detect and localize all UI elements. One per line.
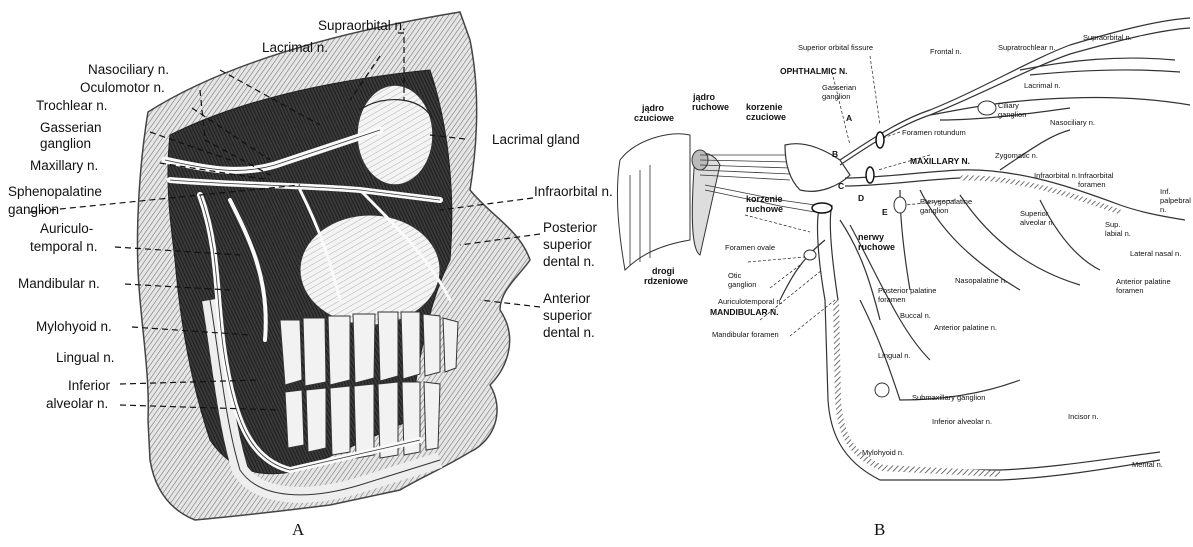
maxillary-region xyxy=(300,215,440,325)
label-maxillary: Maxillary n. xyxy=(30,158,98,173)
label-polish-korzenie-ruchowe-1: korzenie xyxy=(746,194,783,204)
label-b-ciliary-2: ganglion xyxy=(998,111,1026,120)
label-b-posterior-palatine-2: foramen xyxy=(878,296,906,305)
label-b-pterygopalatine-2: ganglion xyxy=(920,207,948,216)
label-supraorbital: Supraorbital n. xyxy=(318,18,406,33)
label-b-mandibular: MANDIBULAR N. xyxy=(710,308,778,317)
label-polish-drogi-1: drogi xyxy=(652,266,675,276)
label-trochlear: Trochlear n. xyxy=(36,98,108,113)
label-oculomotor: Oculomotor n. xyxy=(80,80,165,95)
label-mylohyoid: Mylohyoid n. xyxy=(36,319,112,334)
label-b-lingual: Lingual n. xyxy=(878,352,911,361)
label-mandibular: Mandibular n. xyxy=(18,276,100,291)
caption-a: A xyxy=(292,520,304,540)
label-b-anterior-palatine-foramen-2: foramen xyxy=(1116,287,1144,296)
lower-teeth xyxy=(285,382,440,458)
letter-c: C xyxy=(838,182,844,191)
label-b-superior-orbital-fissure: Superior orbital fissure xyxy=(798,44,873,53)
label-polish-korzenie-czuciowe-1: korzenie xyxy=(746,102,783,112)
label-polish-jadro-czuciowe-2: czuciowe xyxy=(634,113,674,123)
label-b-mental: Mental n. xyxy=(1132,461,1163,470)
label-polish-jadro-czuciowe-1: jądro xyxy=(642,103,664,113)
label-anterior-3: dental n. xyxy=(543,325,595,340)
label-inferior-1: Inferior xyxy=(68,378,110,393)
label-b-inferior-alveolar: Inferior alveolar n. xyxy=(932,418,992,427)
label-b-lateral-nasal: Lateral nasal n. xyxy=(1130,250,1181,259)
label-polish-nerwy-ruchowe-2: ruchowe xyxy=(858,242,895,252)
label-b-mylohyoid: Mylohyoid n. xyxy=(862,449,904,458)
ciliary-ganglion xyxy=(978,101,996,115)
label-anterior-1: Anterior xyxy=(543,291,590,306)
label-polish-jadro-ruchowe-2: ruchowe xyxy=(692,102,729,112)
label-b-gasserian-2: ganglion xyxy=(822,93,850,102)
letter-d: D xyxy=(858,194,864,203)
label-b-supraorbital: Supraorbital n. xyxy=(1083,34,1132,43)
panel-b-illustration xyxy=(600,0,1193,547)
label-b-foramen-ovale: Foramen ovale xyxy=(725,244,775,253)
pterygopalatine-ganglion xyxy=(894,197,906,213)
label-b-superior-alveolar-2: alveolar n. xyxy=(1020,219,1055,228)
label-polish-drogi-2: rdzeniowe xyxy=(644,276,688,286)
label-posterior-3: dental n. xyxy=(543,254,595,269)
letter-a: A xyxy=(846,114,852,123)
otic-ganglion xyxy=(804,250,816,260)
label-b-frontal: Frontal n. xyxy=(930,48,962,57)
label-anterior-2: superior xyxy=(543,308,592,323)
label-b-incisor: Incisor n. xyxy=(1068,413,1098,422)
label-auriculo-1: Auriculo- xyxy=(40,221,93,236)
label-sphenopalatine-1: Sphenopalatine xyxy=(8,184,102,199)
label-inferior-2: alveolar n. xyxy=(46,396,108,411)
submaxillary-ganglion xyxy=(875,383,889,397)
label-b-buccal: Buccal n. xyxy=(900,312,931,321)
label-b-nasopalatine: Nasopalatine n. xyxy=(955,277,1007,286)
label-polish-korzenie-czuciowe-2: czuciowe xyxy=(746,112,786,122)
ophthalmic-branch xyxy=(840,18,1190,165)
label-b-nasociliary: Nasociliary n. xyxy=(1050,119,1095,128)
label-polish-korzenie-ruchowe-2: ruchowe xyxy=(746,204,783,214)
label-nasociliary: Nasociliary n. xyxy=(88,62,169,77)
label-b-infraorbital: Infraorbital n. xyxy=(1034,172,1078,181)
label-b-otic-2: ganglion xyxy=(728,281,756,290)
letter-b: B xyxy=(832,150,838,159)
label-b-inf-palpebral-3: n. xyxy=(1160,206,1166,215)
label-b-zygomatic: Zygomatic n. xyxy=(995,152,1038,161)
label-posterior-2: superior xyxy=(543,237,592,252)
label-gasserian-1: Gasserian xyxy=(40,120,102,135)
label-gasserian-2: ganglion xyxy=(40,136,91,151)
label-lacrimal: Lacrimal n. xyxy=(262,40,328,55)
label-b-anterior-palatine-n: Anterior palatine n. xyxy=(934,324,997,333)
label-b-submaxillary: Submaxillary ganglion xyxy=(912,394,985,403)
label-b-lacrimal: Lacrimal n. xyxy=(1024,82,1061,91)
label-b-ophthalmic: OPHTHALMIC N. xyxy=(780,67,848,76)
panel-b-nerve-schematic: Superior orbital fissure Frontal n. Supr… xyxy=(600,0,1193,547)
label-lacrimal-gland: Lacrimal gland xyxy=(492,132,580,147)
label-b-infraorbital-foramen-2: foramen xyxy=(1078,181,1106,190)
label-polish-nerwy-ruchowe-1: nerwy xyxy=(858,232,884,242)
label-posterior-1: Posterior xyxy=(543,220,597,235)
label-b-sup-labial-2: labial n. xyxy=(1105,230,1131,239)
label-b-mandibular-foramen: Mandibular foramen xyxy=(712,331,779,340)
label-b-maxillary: MAXILLARY N. xyxy=(910,157,970,166)
panel-a-face-dissection: Supraorbital n. Lacrimal n. Nasociliary … xyxy=(0,0,600,547)
label-lingual: Lingual n. xyxy=(56,350,115,365)
label-polish-jadro-ruchowe-1: jądro xyxy=(693,92,715,102)
letter-e: E xyxy=(882,208,888,217)
caption-b: B xyxy=(874,520,885,540)
label-sphenopalatine-2: ganglion xyxy=(8,202,59,217)
label-b-supratrochlear: Supratrochlear n. xyxy=(998,44,1056,53)
label-b-foramen-rotundum: Foramen rotundum xyxy=(902,129,966,138)
label-auriculo-2: temporal n. xyxy=(30,239,98,254)
label-b-auriculotemporal: Auriculotemporal n. xyxy=(718,298,783,307)
